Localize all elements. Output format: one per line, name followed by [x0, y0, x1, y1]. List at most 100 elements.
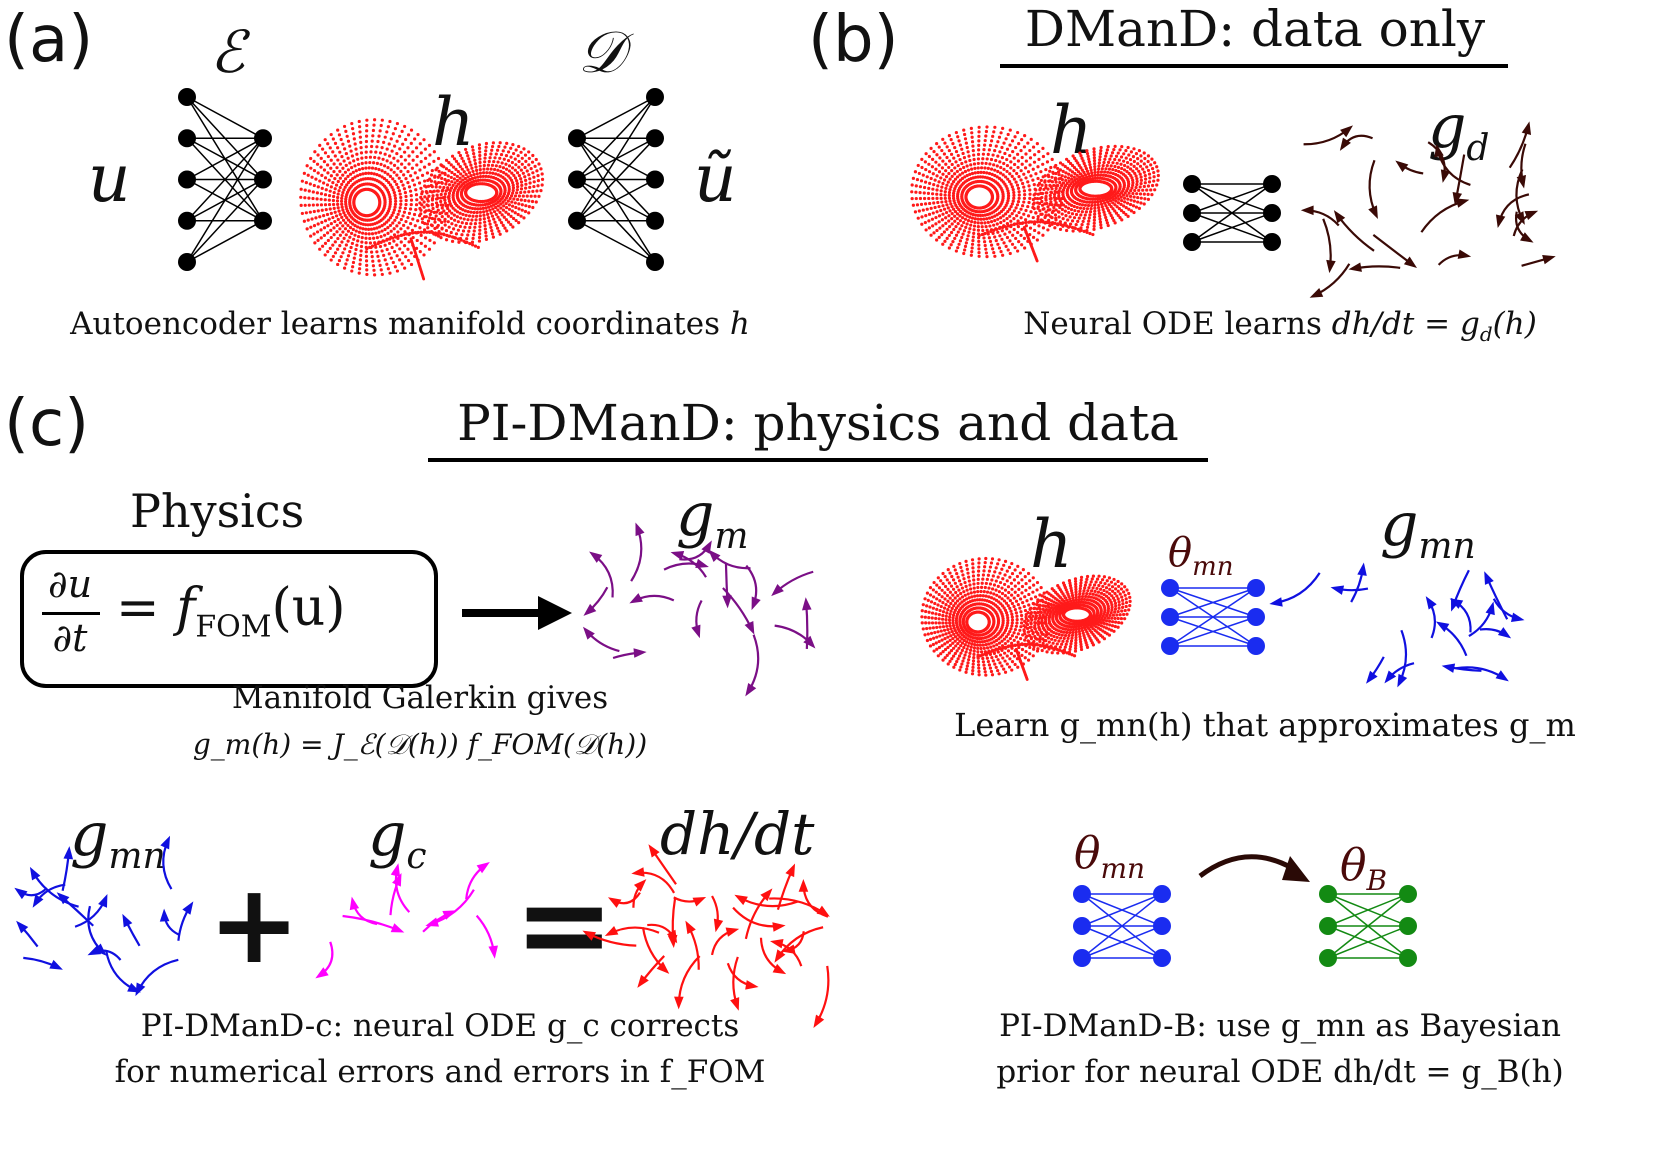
network-node	[178, 211, 196, 230]
vector-field-arrow	[1427, 141, 1451, 183]
vector-field-arrow	[641, 927, 670, 974]
network-node	[178, 170, 196, 189]
vector-field-arrow	[647, 923, 678, 944]
network-node	[1247, 579, 1265, 597]
network-node	[646, 253, 664, 271]
field-symbol-gm: gm	[676, 480, 749, 557]
network-node	[178, 253, 196, 271]
vector-field-arrow	[159, 908, 180, 936]
network-node	[254, 170, 272, 189]
vector-field-arrow	[1492, 598, 1525, 623]
network-node	[646, 129, 664, 148]
network-node	[1073, 949, 1091, 967]
vector-field-arrow	[637, 955, 666, 988]
attractor-trajectory	[910, 125, 1160, 263]
vector-field-arrow	[1437, 249, 1472, 266]
vector-field-arrow	[1468, 601, 1495, 638]
network-node	[568, 211, 586, 230]
vector-field-arrow	[1372, 234, 1418, 269]
vector-field-arrow	[648, 844, 677, 885]
vector-field-arrow	[1303, 125, 1353, 146]
network-node	[1183, 233, 1201, 251]
network-node	[1153, 949, 1171, 967]
vector-field-arrow	[679, 540, 712, 561]
latent-symbol-h-b: h	[1050, 92, 1093, 169]
c-caption-line-2: for numerical errors and errors in f_FOM	[114, 1054, 766, 1090]
vector-field-arrow	[604, 925, 660, 936]
vector-field-arrow	[315, 941, 334, 979]
network-node	[1399, 885, 1417, 903]
galerkin-line-1: Manifold Galerkin gives	[231, 680, 609, 716]
network-node	[1161, 579, 1179, 597]
network-node	[1263, 175, 1281, 193]
vector-field-arrow	[1322, 218, 1336, 274]
vector-field-arrow	[465, 862, 490, 900]
network-node	[1153, 885, 1171, 903]
decoder-symbol: 𝒟	[578, 18, 625, 86]
vector-field-arrow	[389, 872, 402, 916]
vector-field-arrow	[1452, 154, 1466, 206]
field-symbol-gd: gd	[1428, 92, 1490, 169]
vector-field-arrow	[1456, 666, 1509, 682]
galerkin-line-2: g_m(h) = J_ℰ(𝒟(h)) f_FOM(𝒟(h))	[192, 728, 648, 761]
vector-field-arrow	[726, 962, 759, 990]
vector-field-arrow	[1333, 210, 1375, 252]
vector-field-arrow	[61, 846, 74, 891]
panel-b-label: (b)	[808, 3, 899, 77]
vector-field-arrow	[582, 626, 620, 653]
c-caption-line-1: PI-DManD-c: neural ODE g_c corrects	[140, 1008, 740, 1044]
network-node	[568, 170, 586, 189]
vector-field-arrow	[734, 894, 798, 908]
network-node	[1183, 204, 1201, 222]
vector-field-arrow	[774, 926, 824, 963]
vector-field-arrow	[732, 906, 786, 932]
vector-field-arrow	[177, 901, 194, 941]
panel-c-label: (c)	[4, 387, 90, 461]
vector-field-arrow	[23, 956, 63, 970]
vector-field-arrow	[759, 937, 787, 975]
network-node	[1399, 917, 1417, 935]
vector-field-arrow	[105, 951, 141, 993]
vector-field-arrow	[813, 965, 830, 1029]
panel-c-heading-rule	[428, 458, 1208, 462]
vector-field-arrow	[1309, 263, 1351, 298]
network-node	[1073, 917, 1091, 935]
vector-field-arrow	[1269, 572, 1321, 607]
vector-field-arrow	[135, 958, 179, 997]
panel-b-caption: Neural ODE learns dh/dt = gd(h)	[1023, 306, 1537, 347]
vector-field-arrow	[685, 920, 700, 970]
vector-field-arrow	[730, 956, 740, 1011]
vector-field-arrow	[1339, 134, 1373, 151]
sum-gmn-symbol: gmn	[70, 800, 166, 877]
eq-numerator: ∂u	[47, 562, 93, 606]
vector-field-arrow	[722, 587, 755, 635]
vector-field-arrow	[691, 600, 703, 639]
attractor-trajectory	[920, 556, 1132, 681]
vector-field-arrow	[1449, 598, 1472, 633]
eq-fraction-bar	[42, 612, 100, 615]
physics-title: Physics	[130, 484, 305, 538]
vector-field-arrow	[1330, 585, 1369, 595]
vector-field-arrow	[14, 887, 48, 900]
vector-field-arrow	[1384, 662, 1415, 684]
theta-b-symbol: θB	[1340, 840, 1388, 897]
vector-field-arrow	[349, 896, 378, 926]
vector-field-arrow	[629, 593, 675, 604]
b-caption-line-2: prior for neural ODE dh/dt = g_B(h)	[996, 1054, 1564, 1090]
vector-field-arrow	[674, 955, 701, 1010]
panel-a-caption: Autoencoder learns manifold coordinates …	[70, 306, 750, 342]
network-node	[1153, 917, 1171, 935]
vector-field-arrow	[745, 564, 761, 611]
vector-field-arrow	[122, 913, 141, 947]
physics-equation: ∂u ∂t = fFOM(u)	[38, 556, 418, 676]
latent-symbol-h-c: h	[1030, 506, 1073, 583]
vector-field-arrow	[722, 563, 732, 609]
input-symbol-u: u	[88, 140, 131, 217]
